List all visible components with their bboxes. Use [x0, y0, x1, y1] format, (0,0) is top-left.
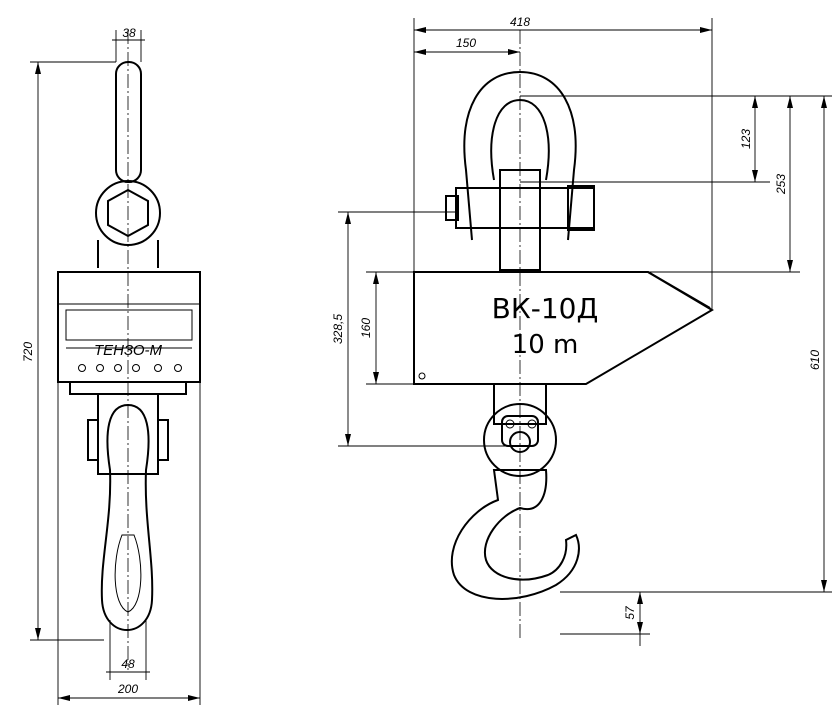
- dim-overall-width: 418: [413, 15, 713, 310]
- dim-overall-width-label: 418: [510, 15, 530, 29]
- front-neck: [97, 240, 159, 268]
- front-hook: [100, 403, 154, 631]
- side-shackle-inner: [490, 98, 550, 181]
- front-side-bolt-right: [157, 419, 169, 461]
- side-body-edge: [647, 271, 711, 309]
- dim-shackle-width: 38: [112, 26, 145, 62]
- button-dot: [96, 364, 104, 372]
- capacity-label: 10 m: [512, 330, 579, 360]
- side-eye-bolt: [505, 419, 515, 429]
- button-dot: [114, 364, 122, 372]
- side-screw: [418, 372, 426, 380]
- side-body: [413, 271, 714, 385]
- dim-pin-to-hook-eye-label: 328,5: [331, 314, 345, 344]
- front-buttons: [78, 364, 182, 372]
- dim-body-height-label: 160: [359, 318, 373, 338]
- dim-shackle-to-body-label: 253: [774, 174, 788, 195]
- brand-label: ТЕНЗО-М: [94, 342, 163, 359]
- front-hook-inner: [114, 534, 142, 613]
- dim-hook-width-label: 48: [121, 657, 135, 671]
- button-dot: [78, 364, 86, 372]
- front-shackle-bar: [115, 61, 142, 183]
- front-display-window: [65, 309, 193, 341]
- dim-body-width: 200: [57, 382, 201, 705]
- button-dot: [174, 364, 182, 372]
- button-dot: [154, 364, 162, 372]
- side-shackle-pin: [455, 187, 595, 229]
- side-view: ВК-10Д 10 m 418 150: [331, 15, 832, 646]
- dim-hook-width: 48: [106, 620, 150, 680]
- side-nut: [567, 185, 595, 231]
- dim-shackle-inner: 123: [520, 95, 770, 183]
- dim-hook-throat: 57: [560, 592, 650, 646]
- front-view: ТЕНЗО-М 38: [21, 26, 201, 705]
- side-swivel-stem: [493, 383, 547, 425]
- dim-overall-height: 720: [21, 61, 116, 641]
- side-eye-bolt: [527, 419, 537, 429]
- front-shackle-eye: [95, 180, 161, 246]
- dim-hook-throat-label: 57: [623, 605, 637, 620]
- dim-body-height: 160: [359, 271, 414, 385]
- side-pin-head: [445, 195, 459, 221]
- front-side-bolt-left: [87, 419, 99, 461]
- dim-height-to-hook: 610: [560, 95, 832, 593]
- dim-overall-height-label: 720: [21, 342, 35, 362]
- dim-shackle-to-body: 253: [520, 95, 800, 273]
- model-label: ВК-10Д: [492, 292, 599, 325]
- dim-height-to-hook-label: 610: [808, 350, 822, 370]
- dim-body-width-label: 200: [117, 682, 138, 696]
- side-hook-eye: [483, 403, 557, 477]
- dim-shackle-offset: 150: [414, 36, 520, 55]
- front-body: [57, 271, 201, 383]
- side-shackle-outer: [463, 70, 577, 241]
- dim-shackle-inner-label: 123: [739, 129, 753, 149]
- front-hex-nut: [107, 188, 149, 238]
- dim-shackle-offset-label: 150: [456, 36, 476, 50]
- button-dot: [132, 364, 140, 372]
- side-eye-center: [509, 431, 531, 453]
- side-hook: [450, 469, 580, 600]
- dim-pin-to-hook-eye: 328,5: [331, 211, 520, 447]
- side-neck: [499, 169, 541, 271]
- dim-shackle-width-label: 38: [122, 26, 136, 40]
